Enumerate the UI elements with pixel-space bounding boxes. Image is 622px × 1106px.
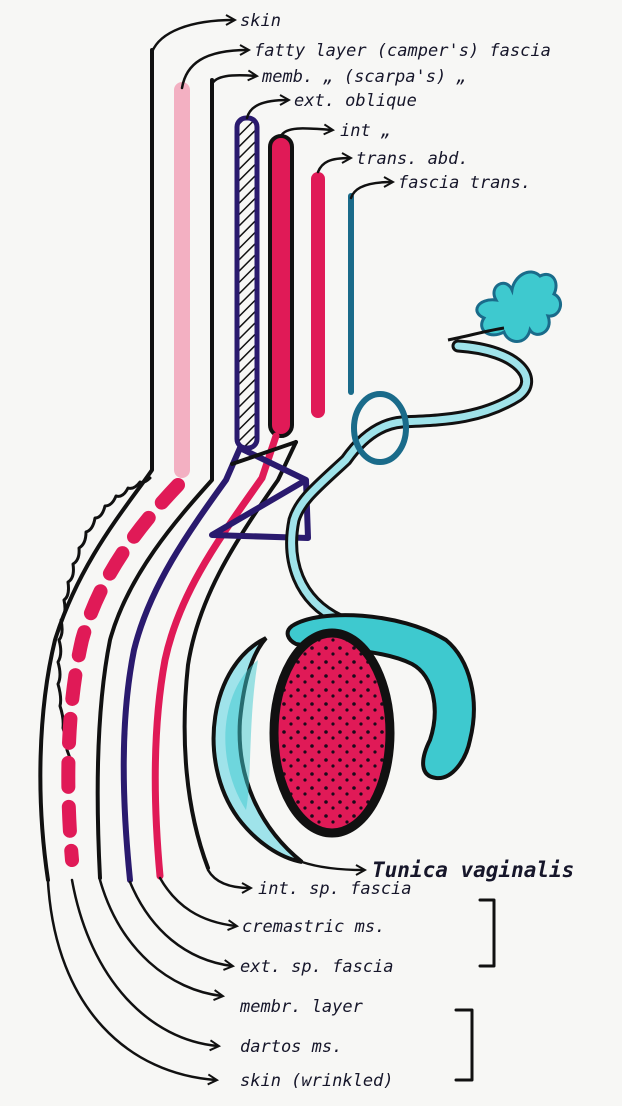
label-fascia-trans: fascia trans.	[398, 173, 531, 193]
label-skin-wrinkled: skin (wrinkled)	[240, 1071, 394, 1091]
label-membranous: memb. „ (scarpa's) „	[261, 67, 467, 87]
label-int-sp-fascia: int. sp. fascia	[258, 879, 412, 899]
arrow-fatty-layer	[182, 50, 248, 88]
label-skin: skin	[240, 11, 281, 31]
external-oblique-muscle	[237, 118, 257, 448]
skin-layer-line	[40, 50, 152, 880]
arrow-skin	[152, 20, 234, 52]
testis	[274, 633, 390, 833]
arrow-fascia-trans	[351, 182, 392, 198]
label-membr-layer: membr. layer	[239, 997, 364, 1017]
transversus-abdominis	[311, 172, 325, 418]
internal-oblique-muscle	[270, 136, 292, 436]
label-trans-abd: trans. abd.	[356, 149, 469, 169]
label-fatty-layer: fatty layer (camper's) fascia	[254, 41, 551, 61]
arrow-int-oblique	[281, 128, 332, 136]
label-ext-oblique: ext. oblique	[294, 91, 417, 111]
arrow-membr-layer	[100, 880, 222, 996]
label-dartos: dartos ms.	[240, 1037, 342, 1057]
bracket-spermatic-fasciae	[480, 900, 494, 966]
arrow-membranous	[212, 75, 256, 84]
arrow-ext-sp-fascia	[130, 882, 232, 966]
arrow-tunica-vaginalis	[302, 862, 364, 870]
arrow-ext-oblique	[247, 100, 288, 118]
label-cremastric: cremastric ms.	[242, 917, 385, 937]
arrow-trans-abd	[318, 158, 350, 172]
label-int-oblique: int „	[340, 121, 391, 141]
bracket-superficial-layers	[456, 1010, 472, 1080]
arrow-int-sp-fascia	[208, 870, 250, 888]
arrow-dartos	[72, 880, 218, 1046]
label-ext-sp-fascia: ext. sp. fascia	[240, 957, 394, 977]
